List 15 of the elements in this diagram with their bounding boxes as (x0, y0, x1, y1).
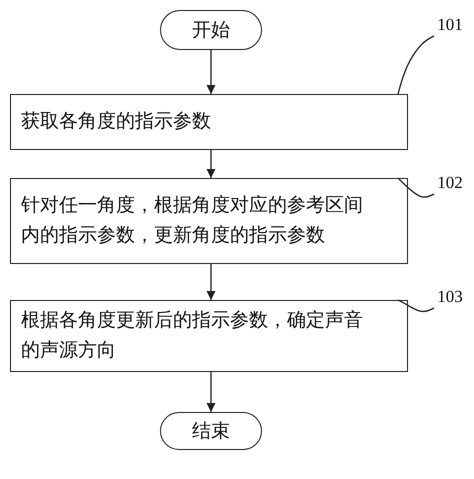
step-number: 102 (430, 172, 470, 194)
terminal-box: 结束 (160, 412, 262, 450)
step-number: 103 (430, 286, 470, 308)
process-box: 针对任一角度，根据角度对应的参考区间内的指示参数，更新角度的指示参数 (10, 178, 408, 264)
process-box: 根据各角度更新后的指示参数，确定声音的声源方向 (10, 300, 408, 372)
leader-line (397, 35, 434, 94)
arrow (206, 50, 216, 94)
step-number: 101 (430, 14, 470, 36)
arrow (206, 150, 216, 178)
leader-line (398, 299, 434, 312)
leader-line (398, 178, 434, 198)
terminal-box: 开始 (160, 10, 262, 50)
arrow (206, 372, 216, 412)
process-box: 获取各角度的指示参数 (10, 94, 408, 150)
arrow (206, 264, 216, 300)
